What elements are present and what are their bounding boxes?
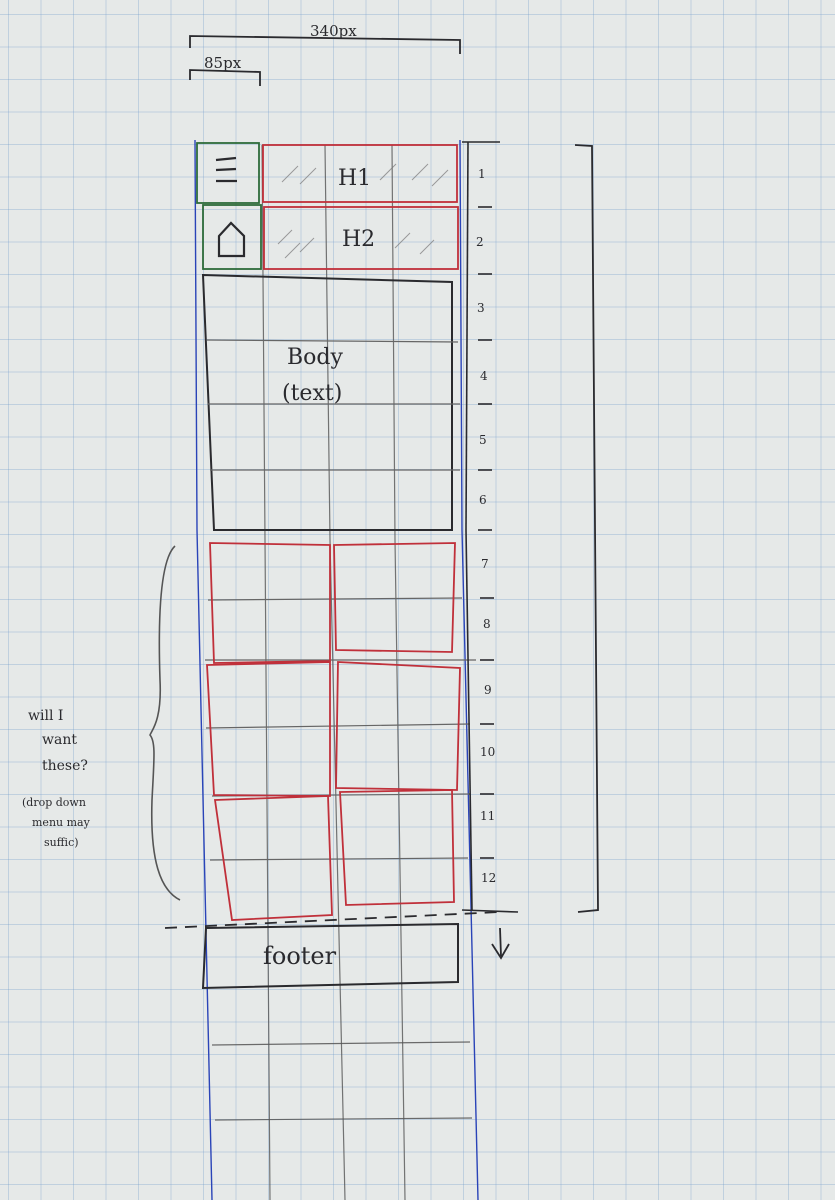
h2-label: H2 — [342, 227, 375, 252]
home-cell — [202, 204, 262, 270]
tile-5[interactable] — [213, 795, 333, 921]
menu-cell — [196, 142, 260, 204]
blue-column-boundaries — [194, 139, 479, 1200]
row-number: 3 — [477, 301, 485, 315]
fold-separator — [164, 911, 501, 929]
note-line: menu may — [32, 816, 91, 829]
row-ruler — [461, 141, 519, 913]
note-line: these? — [42, 758, 88, 774]
side-note: will I want these? (drop down menu may s… — [22, 708, 91, 849]
note-line: (drop down — [22, 796, 86, 809]
pencil-row-lines-lower — [211, 1041, 473, 1121]
tile-6[interactable] — [339, 789, 455, 906]
tile-grid — [205, 597, 476, 861]
row-number: 11 — [480, 809, 495, 823]
row-number: 7 — [481, 557, 489, 571]
width-dimension — [189, 35, 461, 54]
note-line: want — [42, 732, 77, 748]
row-number: 6 — [479, 493, 487, 507]
row-numbers: 1 2 3 4 5 6 7 8 9 10 11 12 — [476, 167, 496, 885]
footer — [201, 922, 459, 990]
home-icon[interactable] — [217, 221, 246, 258]
tile-4[interactable] — [335, 661, 461, 791]
content-bracket — [574, 144, 599, 913]
row-number: 10 — [480, 745, 495, 759]
h1-header — [262, 144, 458, 203]
tile-1[interactable] — [209, 542, 331, 664]
footer-label: footer — [263, 942, 337, 970]
row-number: 4 — [480, 369, 488, 383]
body-label: Body — [287, 345, 343, 370]
hamburger-menu-icon[interactable] — [215, 156, 237, 183]
note-line: will I — [28, 708, 63, 724]
row-number: 12 — [481, 871, 496, 885]
width-dimension-label: 340px — [310, 22, 357, 40]
row-number: 1 — [478, 167, 486, 181]
h1-label: H1 — [338, 166, 371, 191]
row-number: 8 — [483, 617, 491, 631]
row-number: 2 — [476, 235, 484, 249]
row-number: 9 — [484, 683, 492, 697]
body-section — [201, 273, 460, 531]
pencil-column-lines — [261, 144, 406, 1200]
row-number: 5 — [479, 433, 487, 447]
icon-width-dimension-label: 85px — [204, 54, 242, 72]
tiles-curly-brace — [149, 545, 181, 901]
icon-width-dimension — [189, 69, 261, 86]
tile-2[interactable] — [333, 542, 456, 653]
scroll-down-arrow-icon — [491, 927, 510, 960]
tile-3[interactable] — [206, 661, 331, 797]
note-line: suffic) — [44, 836, 79, 849]
h2-header — [263, 206, 459, 270]
body-sublabel: (text) — [282, 381, 342, 406]
